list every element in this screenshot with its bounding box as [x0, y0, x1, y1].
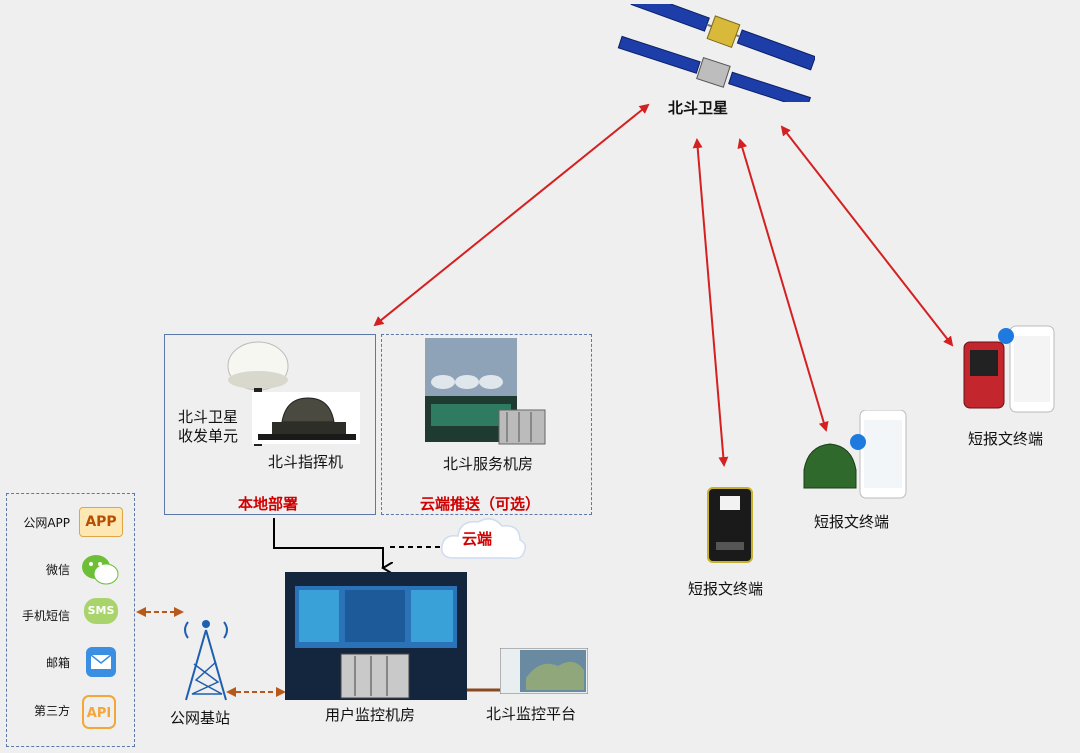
terminal-label-1: 短报文终端 — [688, 580, 764, 598]
user-room-image — [285, 572, 467, 700]
commander-device-icon — [252, 392, 360, 444]
cloud-push-box — [381, 334, 592, 515]
local-deployment-box — [164, 334, 376, 515]
email-icon — [86, 647, 116, 677]
channel-list-box — [6, 493, 135, 747]
sat-terminal-2-arrow — [737, 138, 829, 432]
sat-terminal-3-arrow — [780, 125, 954, 347]
channel-email-label: 邮箱 — [45, 656, 70, 670]
terminal-label-3: 短报文终端 — [968, 430, 1044, 448]
channel-api-label: 第三方 — [33, 704, 70, 718]
api-icon: API — [82, 695, 116, 729]
cloud-section-label: 云端推送（可选） — [420, 495, 541, 513]
server-room-image — [425, 338, 546, 445]
local-section-label: 本地部署 — [238, 495, 299, 513]
transceiver-antenna-icon — [227, 341, 289, 446]
channel-wechat-label: 微信 — [45, 563, 70, 577]
monitoring-platform-screen — [500, 648, 588, 694]
transceiver-label-line-1: 北斗卫星 — [178, 408, 239, 426]
channel-sms-label: 手机短信 — [21, 609, 70, 623]
cloud-icon — [441, 518, 527, 560]
sat-local-arrow — [373, 103, 650, 327]
local-to-room-line — [273, 518, 383, 568]
terminal-handheld-icon — [963, 325, 1055, 413]
sat-terminal-1-arrow — [692, 138, 729, 467]
satellite-icon — [617, 4, 815, 102]
terminal-puck-icon — [803, 410, 907, 499]
terminal-device-icon — [707, 487, 753, 563]
satellite-label: 北斗卫星 — [668, 99, 729, 117]
platform-label: 北斗监控平台 — [486, 705, 577, 723]
commander-label: 北斗指挥机 — [268, 453, 344, 471]
app-badge-icon: APP — [79, 507, 123, 537]
terminal-label-2: 短报文终端 — [814, 513, 890, 531]
transceiver-label: 北斗卫星 收发单元 — [178, 408, 238, 446]
base-station-tower-icon — [184, 620, 228, 701]
cloud-bubble-label: 云端 — [462, 530, 493, 548]
sms-icon: SMS — [84, 598, 118, 624]
base-station-label: 公网基站 — [170, 709, 231, 727]
server-room-label: 北斗服务机房 — [443, 455, 534, 473]
wechat-icon — [82, 555, 119, 585]
transceiver-label-line-2: 收发单元 — [178, 427, 239, 445]
user-room-label: 用户监控机房 — [325, 706, 416, 724]
channel-app-label: 公网APP — [23, 516, 70, 530]
